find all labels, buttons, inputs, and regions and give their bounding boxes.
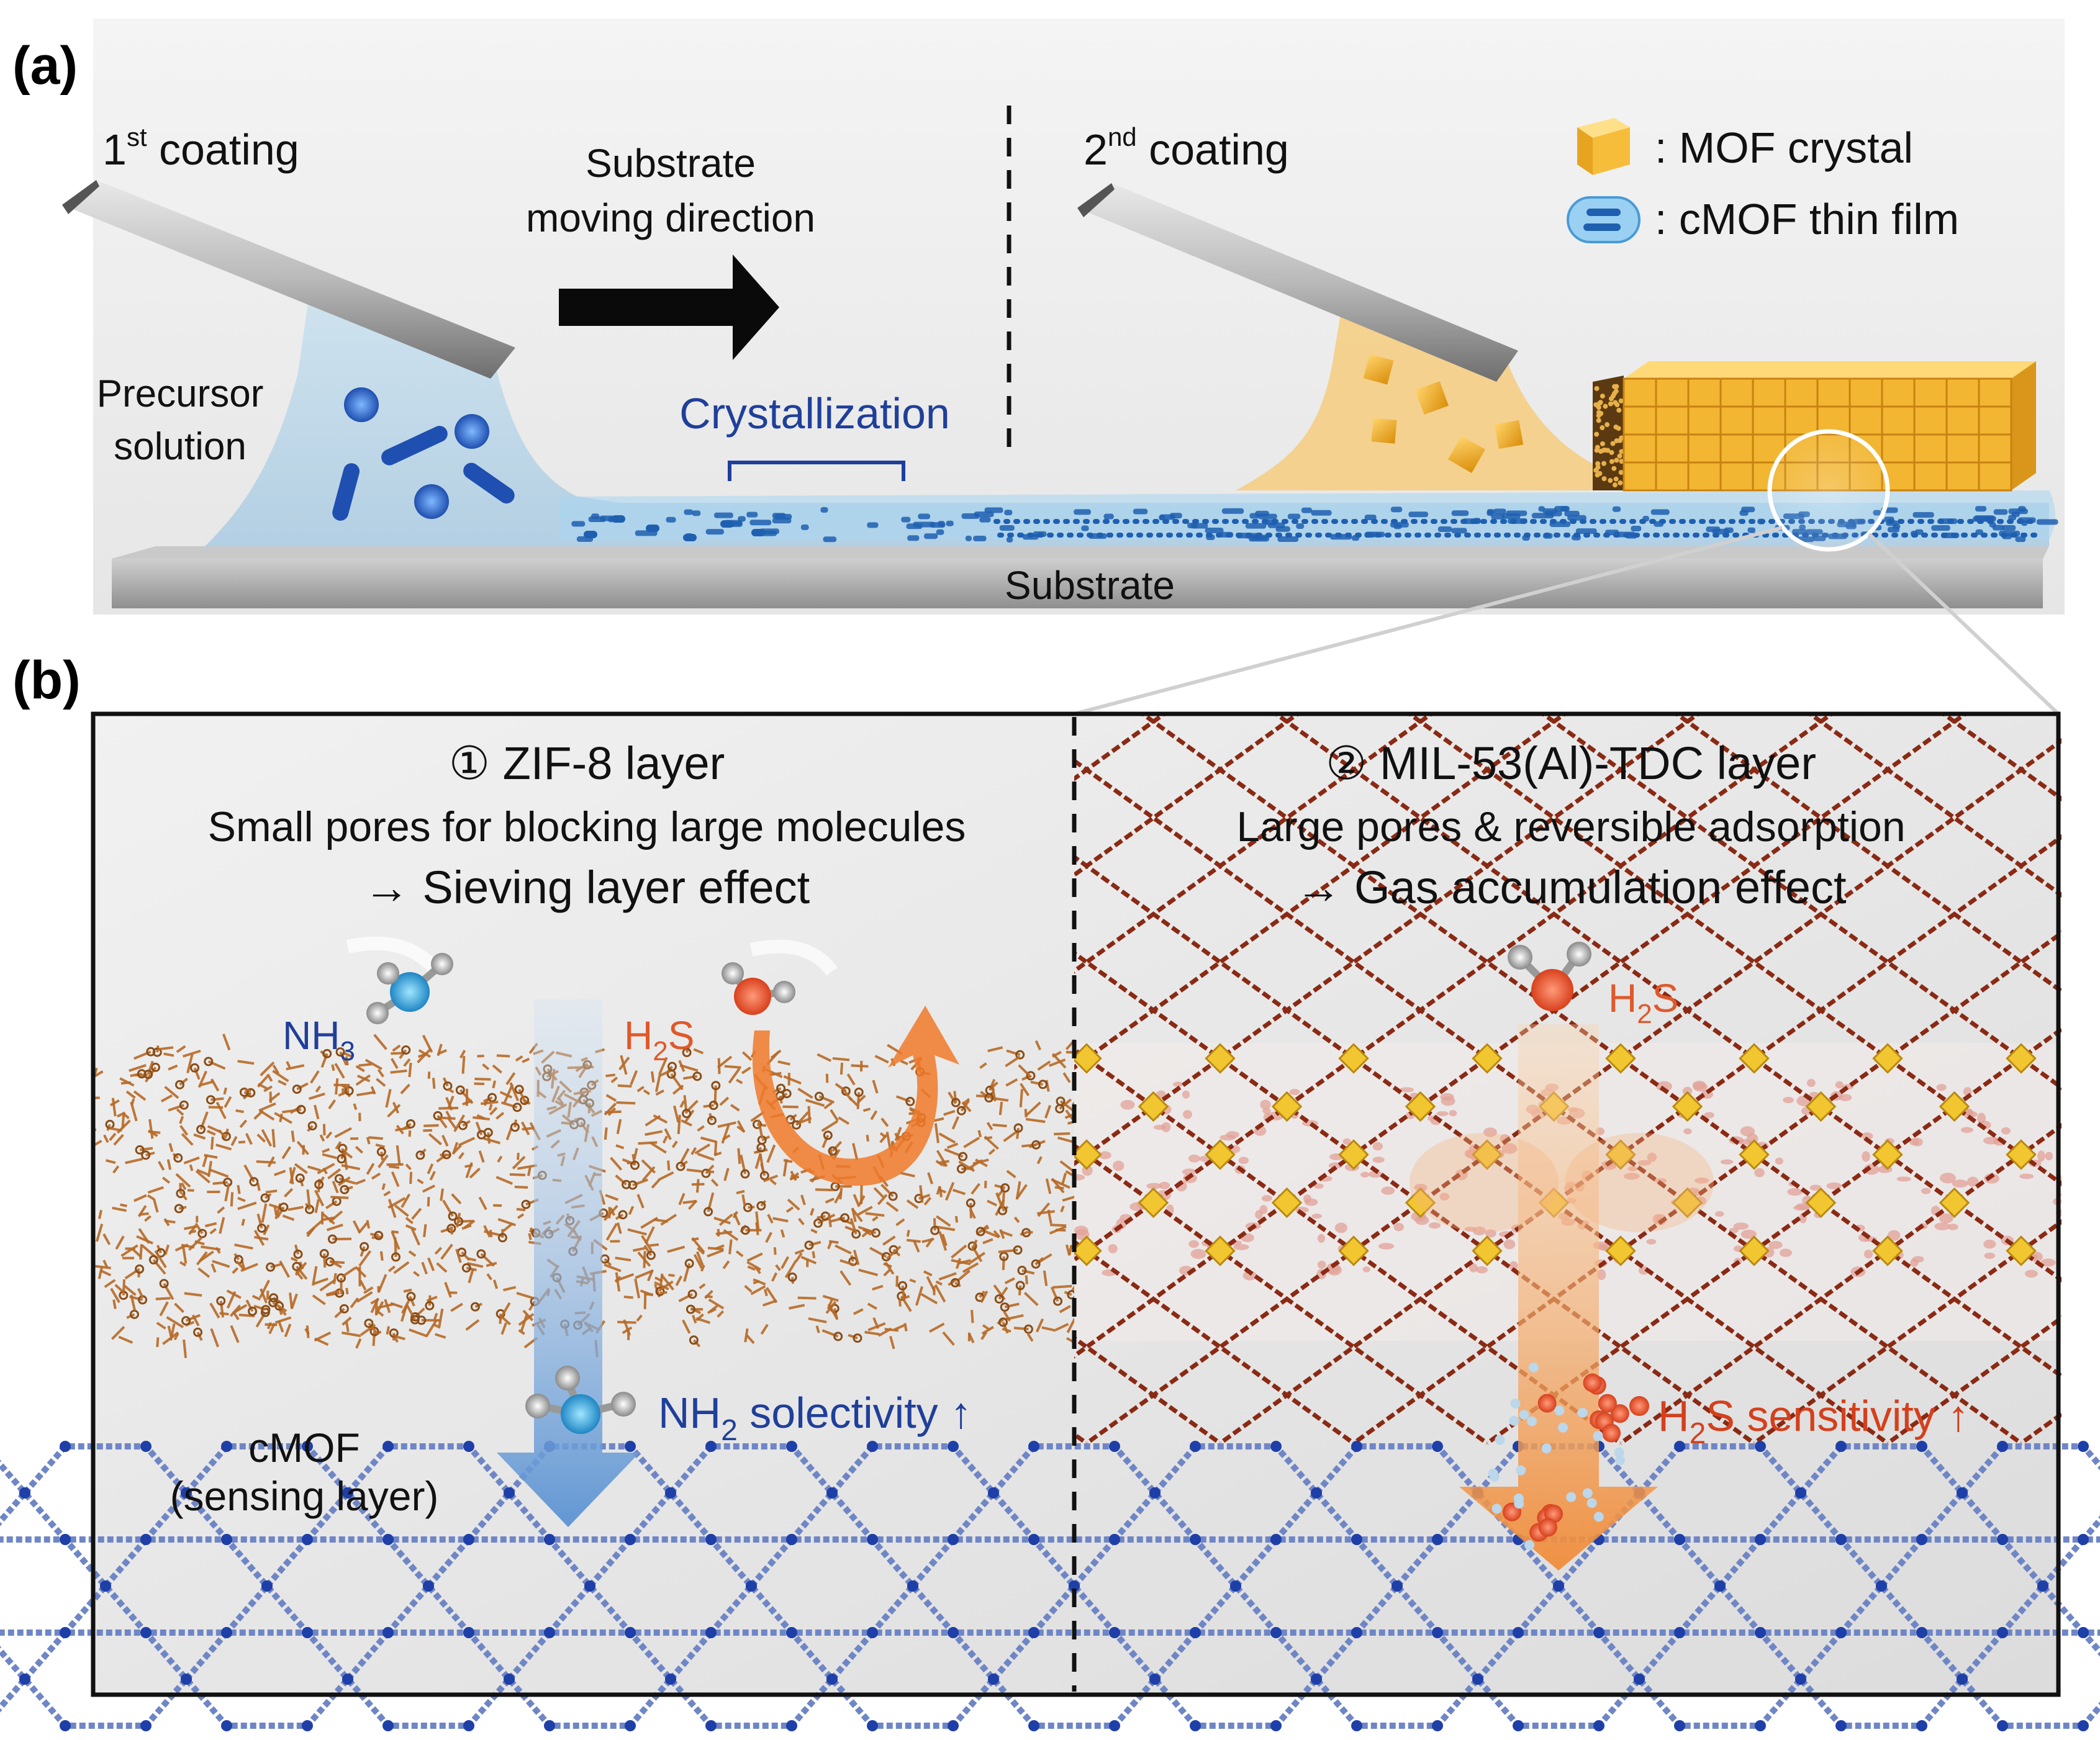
- panel-b: (b) ① ZIF-8 layer Small pores for blocki…: [0, 651, 2100, 1731]
- panel-b-label: (b): [12, 651, 81, 710]
- substrate-top: [112, 546, 2049, 559]
- accumulation-glow-right: [1565, 1133, 1714, 1232]
- mil53-effect: → Gas accumulation effect: [1295, 862, 1847, 913]
- legend-cmof-label: : cMOF thin film: [1655, 195, 1959, 243]
- zif8-title: ① ZIF-8 layer: [449, 737, 725, 789]
- legend-cmof-swatch: [1568, 197, 1639, 242]
- legend-mof-swatch: [1577, 118, 1630, 175]
- panel-a-label: (a): [12, 36, 78, 96]
- substrate-label: Substrate: [1005, 563, 1175, 608]
- zoom-lens: [1770, 431, 1888, 549]
- zif8-effect: → Sieving layer effect: [364, 862, 810, 913]
- zif8-description: Small pores for blocking large molecules: [208, 803, 966, 850]
- legend-mof-label: : MOF crystal: [1655, 124, 1913, 172]
- crystallization-label: Crystallization: [679, 389, 950, 438]
- accumulation-glow-left: [1410, 1133, 1559, 1232]
- mil53-title: ② MIL-53(Al)-TDC layer: [1326, 737, 1816, 789]
- mil53-description: Large pores & reversible adsorption: [1236, 803, 1905, 850]
